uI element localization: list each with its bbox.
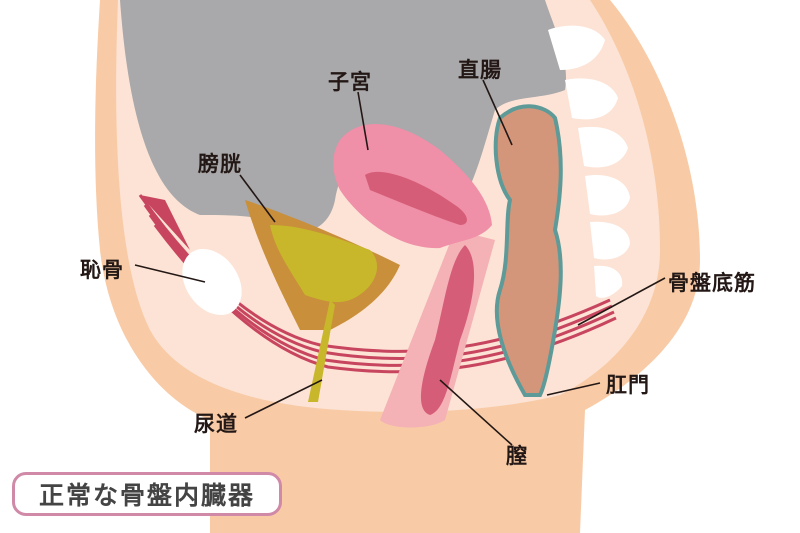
label-rectum: 直腸 (458, 58, 502, 82)
label-urethra: 尿道 (194, 412, 238, 436)
spine (548, 25, 630, 298)
label-bladder: 膀胱 (198, 152, 242, 176)
pubic-bone (182, 248, 242, 316)
label-pelvic-floor: 骨盤底筋 (668, 271, 756, 295)
leader-lines (134, 79, 666, 446)
urine (270, 225, 378, 303)
label-uterus: 子宮 (328, 70, 372, 94)
diagram-title: 正常な骨盤内臓器 (38, 481, 255, 510)
rectum (493, 104, 563, 397)
label-vagina: 膣 (506, 444, 528, 468)
label-anus: 肛門 (606, 373, 650, 397)
title-box: 正常な骨盤内臓器 (12, 472, 282, 516)
urethra (308, 300, 335, 402)
label-pubic-bone: 恥骨 (80, 258, 124, 282)
